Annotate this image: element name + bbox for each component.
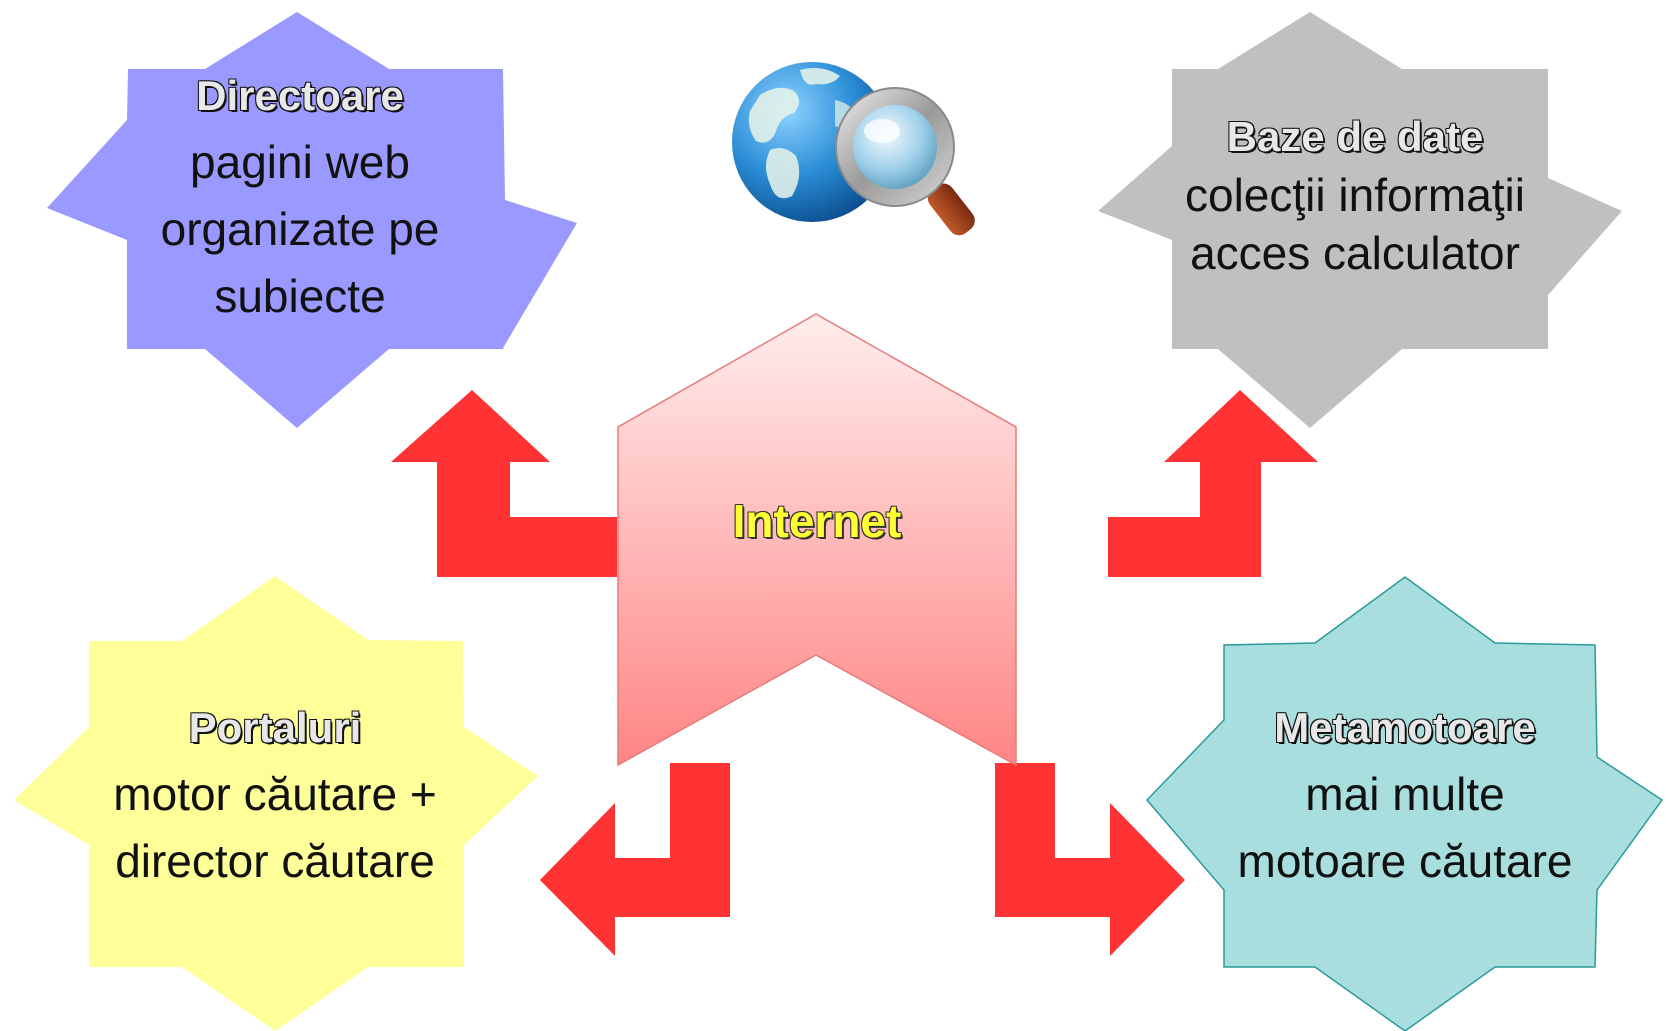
baze-de-date-label: Baze de date colecţii informaţii acces c… <box>1160 108 1550 282</box>
metamotoare-star <box>1145 576 1664 1031</box>
baze-de-date-line-1: colecţii informaţii <box>1185 169 1525 221</box>
directoare-line-1: pagini web <box>190 136 410 188</box>
globe-search-icon <box>732 62 975 236</box>
portaluri-line-1: motor căutare + <box>113 768 437 820</box>
directoare-star <box>47 12 577 428</box>
directoare-title: Directoare <box>196 72 404 119</box>
portaluri-star <box>14 576 538 1031</box>
portaluri-line-2: director căutare <box>115 835 435 887</box>
internet-label: Internet <box>732 495 902 547</box>
baze-de-date-line-2: acces calculator <box>1190 227 1520 279</box>
directoare-line-2: organizate pe <box>160 203 440 255</box>
metamotoare-title: Metamotoare <box>1274 704 1536 751</box>
directoare-line-3: subiecte <box>214 270 386 322</box>
metamotoare-line-1: mai multe <box>1305 768 1505 820</box>
directoare-label: Directoare pagini web organizate pe subi… <box>150 62 450 330</box>
arrow-to-baze-de-date <box>1108 390 1318 577</box>
metamotoare-label: Metamotoare mai multe motoare căutare <box>1220 694 1590 895</box>
arrow-to-metamotoare <box>995 763 1185 956</box>
metamotoare-line-2: motoare căutare <box>1237 835 1573 887</box>
arrow-to-portaluri <box>540 763 730 956</box>
baze-de-date-title: Baze de date <box>1226 113 1484 160</box>
internet-shape <box>617 313 1017 767</box>
arrow-to-directoare <box>391 390 617 577</box>
portaluri-label: Portaluri motor căutare + director căuta… <box>95 694 455 895</box>
portaluri-title: Portaluri <box>188 704 362 751</box>
baze-de-date-star <box>1098 12 1622 428</box>
